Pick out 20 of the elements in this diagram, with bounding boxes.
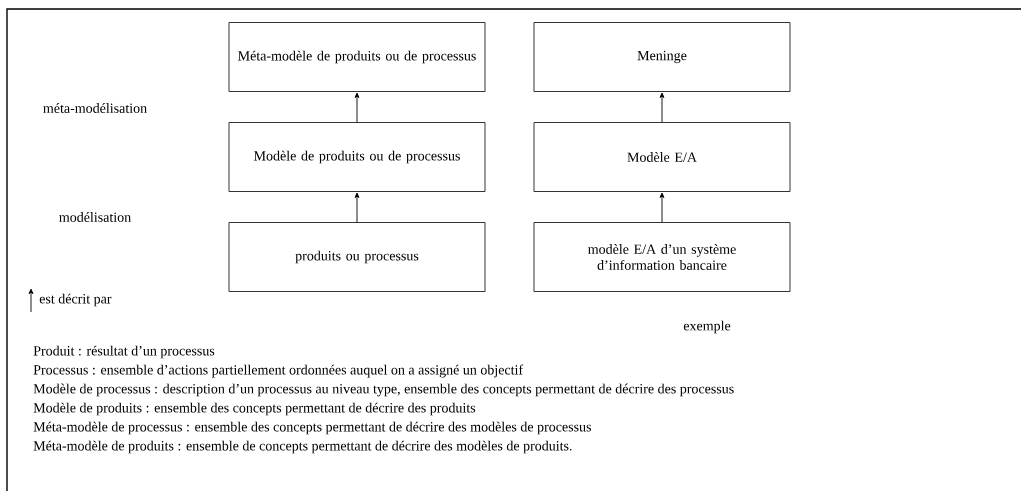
definition-text: Méta-modèle de produits : ensemble de concepts permettant de décrire des modèles de produits. xyxy=(33,440,572,454)
definition-text: Produit : résultat d’un processus xyxy=(33,345,215,359)
process-box: produits ou processus xyxy=(228,222,486,292)
process-box: Meninge xyxy=(533,22,791,92)
definition-text: Méta-modèle de processus : ensemble des concepts permettant de décrire des modèles de processus xyxy=(33,421,591,435)
arrow xyxy=(354,92,360,123)
definition-text: Processus : ensemble d’actions partiellement ordonnées auquel on a assigné un objectif xyxy=(33,364,524,378)
level-label: exemple xyxy=(683,320,731,334)
process-box: Modèle de produits ou de processus xyxy=(228,122,486,192)
definition-text: Modèle de processus : description d’un processus au niveau type, ensemble des concepts permettant de décrire des processus xyxy=(33,383,734,397)
arrow xyxy=(354,192,360,223)
level-label: méta-modélisation xyxy=(43,103,147,113)
process-box: Méta-modèle de produits ou de processus xyxy=(228,22,486,92)
arrow xyxy=(659,192,665,223)
level-label: modélisation xyxy=(59,212,131,222)
legend-text: est décrit par xyxy=(39,293,112,307)
process-box: modèle E/A d’un système d’information bancaire xyxy=(533,222,791,292)
arrow xyxy=(659,92,665,123)
definition-text: Modèle de produits : ensemble des concepts permettant de décrire des produits xyxy=(33,402,476,416)
process-box: Modèle E/A xyxy=(533,122,791,192)
